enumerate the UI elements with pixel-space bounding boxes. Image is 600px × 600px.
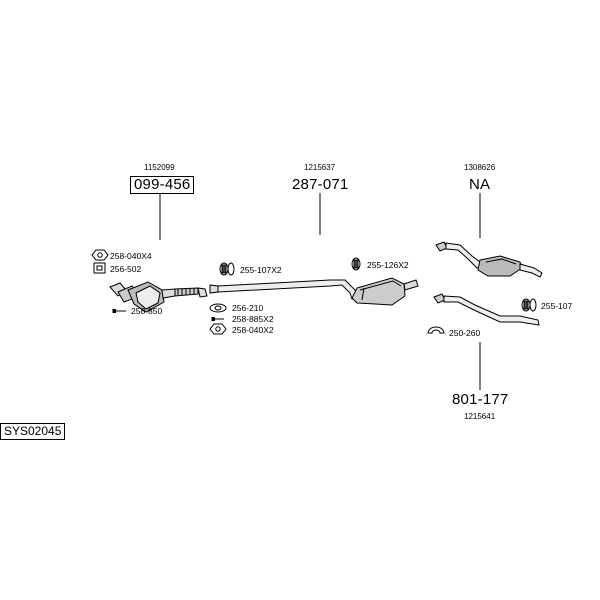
catalytic-converter-front-pipe[interactable] bbox=[109, 281, 208, 313]
assembly-ref-287-071: 1215637 bbox=[304, 163, 336, 172]
fitting-label-258-885x2[interactable]: 258-885X2 bbox=[232, 314, 274, 324]
system-code-label: SYS02045 bbox=[0, 423, 66, 440]
assembly-ref-099-456: 1152099 bbox=[144, 163, 175, 172]
part-number-na[interactable]: NA bbox=[469, 176, 491, 193]
assembly-ref-na: 1308626 bbox=[464, 163, 496, 172]
assembly-ref-801-177: 1215641 bbox=[464, 412, 496, 421]
fitting-label-258-040x4[interactable]: 258-040X4 bbox=[110, 251, 152, 261]
tail-pipe[interactable] bbox=[433, 293, 540, 326]
fitting-label-255-126x2[interactable]: 255-126X2 bbox=[367, 260, 409, 270]
fitting-label-255-107x2[interactable]: 255-107X2 bbox=[240, 265, 282, 275]
fitting-label-255-107[interactable]: 255-107 bbox=[541, 301, 573, 311]
fitting-label-256-502[interactable]: 256-502 bbox=[110, 264, 142, 274]
part-number-099-456[interactable]: 099-456 bbox=[130, 176, 195, 194]
fitting-label-256-210[interactable]: 256-210 bbox=[232, 303, 264, 313]
fitting-label-258-040x2[interactable]: 258-040X2 bbox=[232, 325, 274, 335]
fitting-label-258-850[interactable]: 258-850 bbox=[131, 306, 163, 316]
fitting-label-250-260[interactable]: 250-260 bbox=[449, 328, 481, 338]
part-number-801-177[interactable]: 801-177 bbox=[452, 391, 509, 408]
clamp-icon[interactable] bbox=[427, 326, 445, 334]
part-number-287-071[interactable]: 287-071 bbox=[292, 176, 349, 193]
middle-pipe-resonator[interactable] bbox=[209, 277, 419, 306]
rear-silencer[interactable] bbox=[435, 241, 543, 278]
